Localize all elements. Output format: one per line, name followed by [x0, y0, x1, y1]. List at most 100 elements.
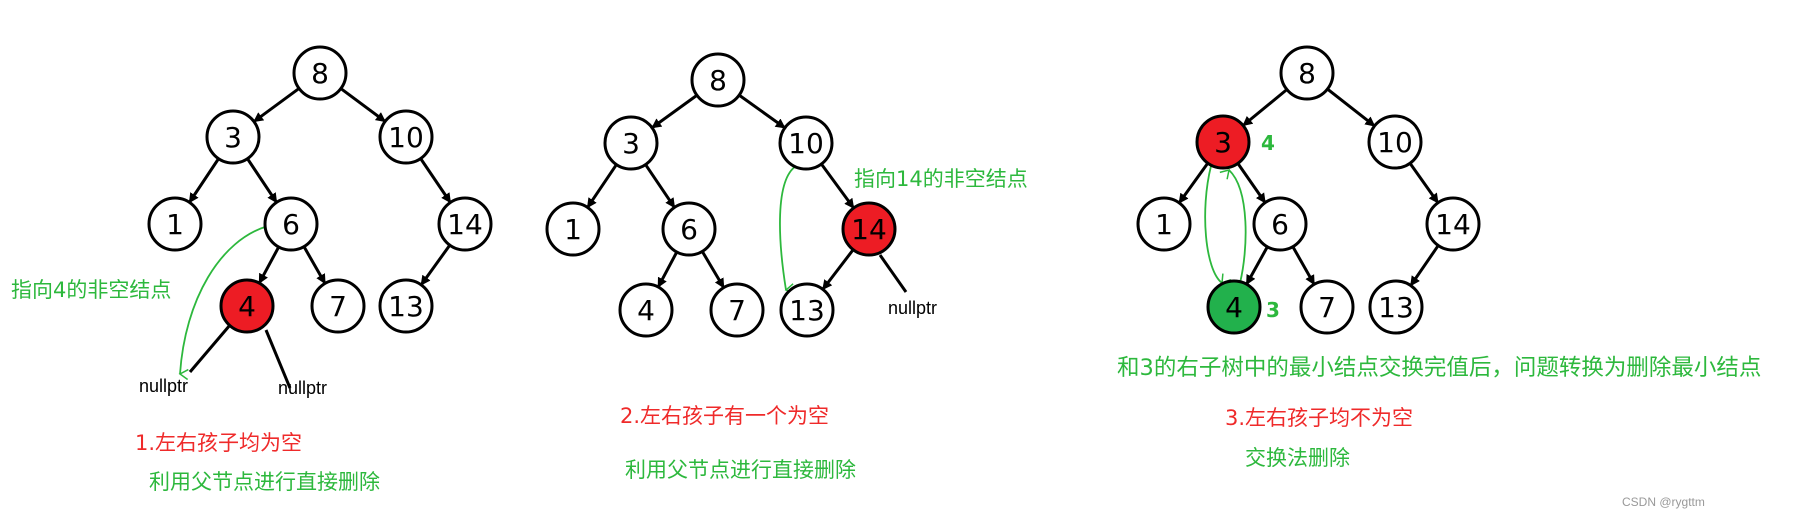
- node-circle: [310, 278, 366, 334]
- redirect-arrow-tree1: [178, 225, 269, 381]
- node-circle: [661, 201, 717, 257]
- node-value: 14: [1435, 208, 1471, 241]
- tree3-edge-n10-n14: [1408, 162, 1440, 204]
- node-value: 4: [1225, 291, 1243, 324]
- node-value: 6: [680, 213, 698, 246]
- tree2-node-10: 10: [778, 115, 834, 171]
- tree1-node-3: 3: [205, 109, 261, 165]
- tree2-node-1: 1: [545, 201, 601, 257]
- tree2-edge-n8-n10: [738, 93, 786, 130]
- tree2-node-13: 13: [779, 282, 835, 338]
- tree2-node-8: 8: [690, 52, 746, 108]
- node-value: 8: [1298, 57, 1316, 90]
- tree3-edge-n6-n7: [1291, 245, 1316, 286]
- tree1-node-8: 8: [292, 45, 348, 101]
- node-circle: [1279, 45, 1335, 101]
- node-circle: [1367, 114, 1423, 170]
- node-value: 14: [447, 208, 483, 241]
- redirect-arrow-tree2: [779, 165, 797, 295]
- node-circle: [378, 109, 434, 165]
- node-value: 6: [1271, 208, 1289, 241]
- tree3-node-10: 10: [1367, 114, 1423, 170]
- node-value: 6: [282, 208, 300, 241]
- node-circle: [1252, 196, 1308, 252]
- tree3-edge-n8-n10: [1326, 87, 1376, 128]
- tree2-edge-n6-n7: [700, 250, 726, 289]
- tree2-node-4: 4: [618, 282, 674, 338]
- node-value: 8: [709, 64, 727, 97]
- node-value: 10: [788, 127, 824, 160]
- case2-method: 利用父节点进行直接删除: [625, 458, 856, 482]
- tree2-edge-n10-n14: [820, 163, 855, 209]
- node-circle: [263, 196, 319, 252]
- node-value: 13: [1378, 291, 1414, 324]
- node-value: 7: [329, 290, 347, 323]
- tree2-node-7: 7: [709, 282, 765, 338]
- tree1-edge-n6-n4: [257, 246, 281, 284]
- case1-method: 利用父节点进行直接删除: [149, 470, 380, 494]
- node-value: 1: [166, 208, 184, 241]
- node-circle: [690, 52, 746, 108]
- tree1-edge-n6-n7: [302, 245, 327, 285]
- tree3-node-8: 8: [1279, 45, 1335, 101]
- node-value: 7: [1318, 291, 1336, 324]
- tree1-edge-n8-n3: [253, 87, 300, 123]
- null-link-left: [188, 324, 232, 373]
- null-link: [878, 254, 908, 293]
- tree3-edge-n3-n1: [1177, 162, 1210, 204]
- node-circle: [1299, 279, 1355, 335]
- null-link-right: [264, 329, 292, 389]
- tree1-node-10: 10: [378, 109, 434, 165]
- annotation-tree1: 指向4的非空结点: [11, 278, 172, 302]
- tree1-edge-n10-n14: [419, 157, 452, 204]
- node-value: 1: [564, 213, 582, 246]
- node-circle: [779, 282, 835, 338]
- node-circle: [1195, 114, 1251, 170]
- tree1-node-6: 6: [263, 196, 319, 252]
- node-circle: [437, 196, 493, 252]
- tree3-edge-n3-n6: [1236, 162, 1267, 204]
- nullptr-label-left: nullptr: [139, 376, 189, 396]
- node-value: 3: [1214, 126, 1232, 159]
- node-circle: [778, 115, 834, 171]
- node-circle: [618, 282, 674, 338]
- node-circle: [603, 115, 659, 171]
- tree1-node-7: 7: [310, 278, 366, 334]
- tree3-edge-n6-n4: [1245, 246, 1269, 286]
- node-circle: [219, 278, 275, 334]
- node-value: 8: [311, 57, 329, 90]
- node-circle: [1206, 279, 1262, 335]
- tree2-edge-n3-n1: [586, 163, 618, 209]
- nullptr-label-right: nullptr: [278, 378, 328, 398]
- node-circle: [147, 196, 203, 252]
- nullptr-label: nullptr: [888, 298, 938, 318]
- node-circle: [1368, 279, 1424, 335]
- node-value: 3: [224, 121, 242, 154]
- tree3-node-1: 1: [1136, 196, 1192, 252]
- node-value: 14: [851, 213, 887, 246]
- node-circle: [709, 282, 765, 338]
- tree1-edge-n8-n10: [339, 87, 387, 123]
- case2-caption: 2.左右孩子有一个为空: [620, 404, 830, 428]
- node-circle: [378, 278, 434, 334]
- tree2-edge-n3-n6: [644, 163, 676, 209]
- tree2-node-3: 3: [603, 115, 659, 171]
- node-value: 3: [622, 127, 640, 160]
- swapped-value-label-3: 4: [1261, 131, 1275, 155]
- watermark: CSDN @rygttm: [1622, 495, 1705, 509]
- node-circle: [292, 45, 348, 101]
- node-circle: [545, 201, 601, 257]
- node-value: 1: [1155, 208, 1173, 241]
- tree1-edge-n3-n6: [246, 157, 278, 204]
- node-value: 4: [637, 294, 655, 327]
- tree3-node-7: 7: [1299, 279, 1355, 335]
- node-value: 13: [388, 290, 424, 323]
- node-circle: [1136, 196, 1192, 252]
- node-circle: [1425, 196, 1481, 252]
- node-value: 7: [728, 294, 746, 327]
- case3-caption: 3.左右孩子均不为空: [1225, 406, 1414, 430]
- case1-caption: 1.左右孩子均为空: [135, 431, 303, 455]
- node-value: 10: [388, 121, 424, 154]
- annotation-tree3: 和3的右子树中的最小结点交换完值后，问题转换为删除最小结点: [1117, 355, 1762, 381]
